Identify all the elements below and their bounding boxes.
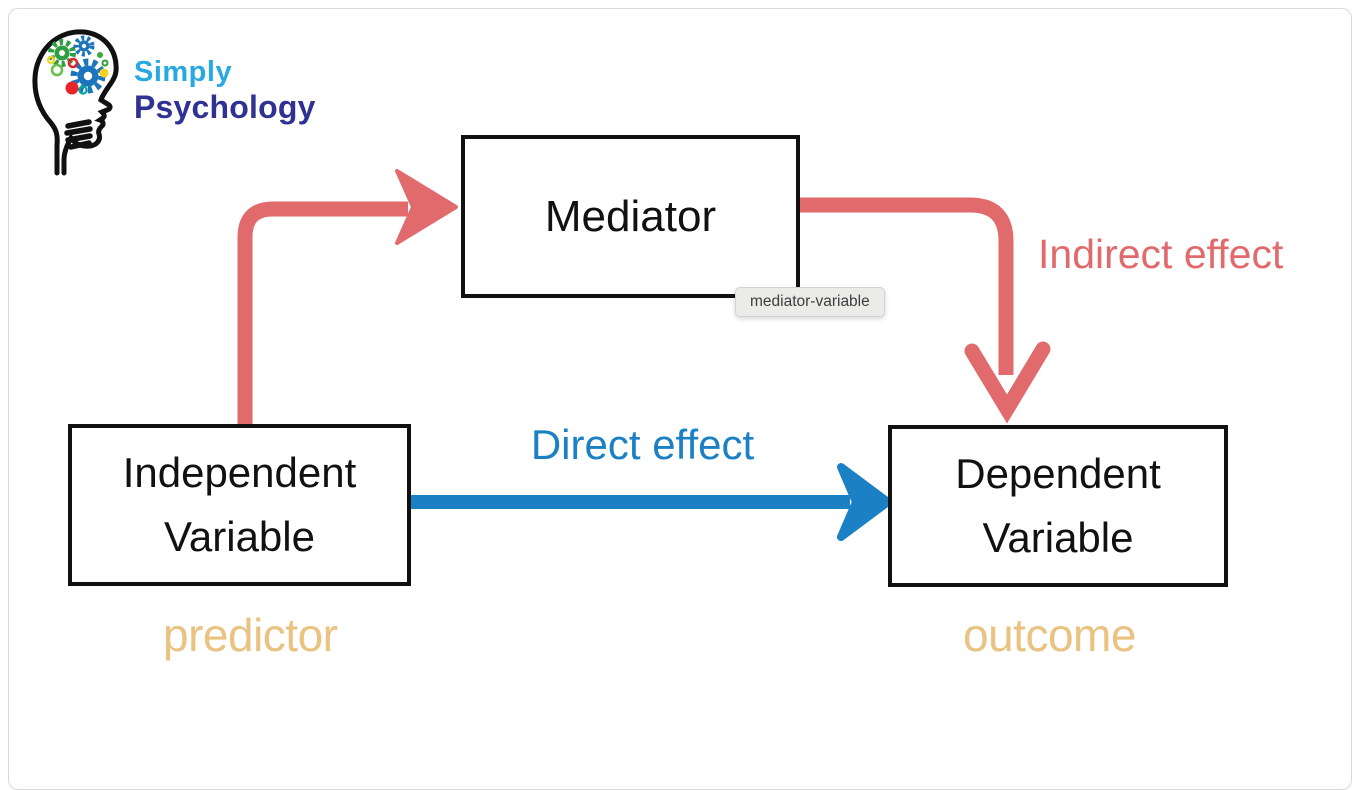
indirect-effect-label: Indirect effect bbox=[1038, 231, 1284, 277]
node-independent-label-line2: Variable bbox=[164, 513, 315, 560]
coil-icon bbox=[64, 119, 93, 150]
node-dependent-variable[interactable]: Dependent Variable bbox=[888, 425, 1228, 587]
head-with-gears-icon bbox=[32, 29, 119, 176]
direct-effect-label: Direct effect bbox=[530, 421, 755, 468]
node-independent-variable[interactable]: Independent Variable bbox=[68, 424, 411, 586]
head-outline-back bbox=[32, 29, 87, 176]
logo: Simply Psychology bbox=[26, 24, 346, 184]
node-dependent-label-line1: Dependent bbox=[955, 450, 1161, 497]
node-mediator[interactable]: Mediator bbox=[461, 135, 800, 298]
node-independent-label-line1: Independent bbox=[122, 449, 357, 496]
brand-text: Simply Psychology bbox=[134, 56, 316, 125]
brand-line2: Psychology bbox=[134, 89, 316, 125]
tooltip: mediator-variable bbox=[735, 287, 885, 317]
brand-line1: Simply bbox=[134, 56, 233, 88]
tooltip-text: mediator-variable bbox=[750, 293, 870, 310]
predictor-label: predictor bbox=[163, 609, 338, 661]
gears-icon bbox=[46, 35, 109, 95]
node-mediator-label: Mediator bbox=[544, 191, 717, 241]
node-dependent-label-line2: Variable bbox=[982, 514, 1134, 561]
outcome-label: outcome bbox=[963, 609, 1136, 661]
